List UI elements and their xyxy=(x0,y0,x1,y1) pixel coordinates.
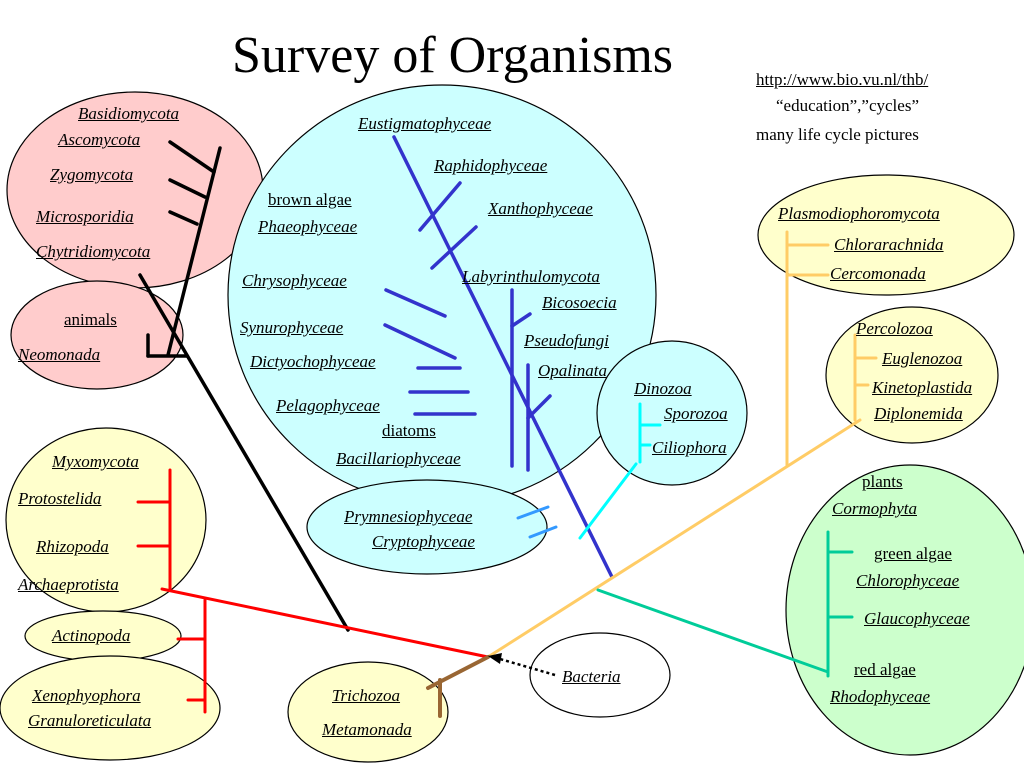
taxon-percolozoa: Percolozoa xyxy=(856,319,933,338)
taxon-cryptophyceae: Cryptophyceae xyxy=(372,532,475,551)
excavata-region xyxy=(287,661,449,763)
taxon-kinetoplastida: Kinetoplastida xyxy=(872,378,973,397)
taxon-plants: plants xyxy=(862,472,903,491)
taxon-raphidophyceae: Raphidophyceae xyxy=(434,156,548,175)
taxon-sporozoa: Sporozoa xyxy=(664,404,728,423)
taxon-glaucophyceae: Glaucophyceae xyxy=(864,609,970,628)
bacteria-region xyxy=(529,632,671,718)
taxon-archaeprotista: Archaeprotista xyxy=(18,575,119,594)
taxon-ascomycota: Ascomycota xyxy=(58,130,141,149)
fungi-branches xyxy=(138,140,350,632)
taxon-euglenozoa: Euglenozoa xyxy=(882,349,963,368)
taxon-pseudofungi: Pseudofungi xyxy=(524,331,609,350)
taxon-neomonada: Neomonada xyxy=(18,345,101,364)
reference-link[interactable]: http://www.bio.vu.nl/thb/ xyxy=(756,70,929,89)
taxon-chlorophyceae: Chlorophyceae xyxy=(856,571,960,590)
taxon-myxomycota: Myxomycota xyxy=(52,452,139,471)
taxon-xanthophyceae: Xanthophyceae xyxy=(488,199,593,218)
discicristata-region xyxy=(825,306,999,444)
bacteria-arrow xyxy=(488,653,556,677)
alveolata-branches xyxy=(578,402,662,540)
taxon-labyrinthulomycota: Labyrinthulomycota xyxy=(462,267,600,286)
taxon-synurophyceae: Synurophyceae xyxy=(240,318,344,337)
taxon-red-algae: red algae xyxy=(854,660,916,679)
taxon-zygomycota: Zygomycota xyxy=(50,165,134,184)
taxon-diplonemida: Diplonemida xyxy=(874,404,963,423)
taxon-animals: animals xyxy=(64,310,117,329)
taxon-cormophyta: Cormophyta xyxy=(832,499,917,518)
taxon-chlorarachnida: Chlorarachnida xyxy=(834,235,944,254)
taxon-cercomonada: Cercomonada xyxy=(830,264,926,283)
amoebozoa-branches xyxy=(136,468,490,714)
taxon-protostelida: Protostelida xyxy=(18,489,102,508)
taxon-granuloreticulata: Granuloreticulata xyxy=(28,711,152,730)
taxon-actinopoda: Actinopoda xyxy=(52,626,131,645)
taxon-chrysophyceae: Chrysophyceae xyxy=(242,271,347,290)
taxon-bacillariophyceae: Bacillariophyceae xyxy=(336,449,461,468)
taxon-green-algae: green algae xyxy=(874,544,952,563)
taxon-microsporidia: Microsporidia xyxy=(36,207,134,226)
taxon-ciliophora: Ciliophora xyxy=(652,438,727,457)
taxon-bacteria: Bacteria xyxy=(562,667,621,686)
haptophyte-region xyxy=(306,479,548,575)
taxon-prymnesiophyceae: Prymnesiophyceae xyxy=(344,507,473,526)
page-title: Survey of Organisms xyxy=(232,27,674,84)
taxon-opalinata: Opalinata xyxy=(538,361,607,380)
plant-region xyxy=(785,464,1024,756)
reference-keywords: “education”,”cycles” xyxy=(776,96,919,115)
taxon-bicosoecia: Bicosoecia xyxy=(542,293,617,312)
taxon-basidiomycota: Basidiomycota xyxy=(78,104,180,123)
xenophyophora-region xyxy=(0,655,221,761)
alveolata-region xyxy=(596,340,748,486)
stramenopile-branches xyxy=(383,135,614,579)
excavata-branches xyxy=(426,655,490,718)
taxon-diatoms: diatoms xyxy=(382,421,436,440)
taxon-dinozoa: Dinozoa xyxy=(634,379,692,398)
plant-branches xyxy=(596,530,854,678)
taxon-trichozoa: Trichozoa xyxy=(332,686,401,705)
taxon-chytridiomycota: Chytridiomycota xyxy=(36,242,151,261)
reference-description: many life cycle pictures xyxy=(756,125,919,144)
animals-region xyxy=(10,280,184,390)
taxon-metamonada: Metamonada xyxy=(322,720,412,739)
taxon-eustigmatophyceae: Eustigmatophyceae xyxy=(358,114,492,133)
cercozoa-region xyxy=(757,174,1015,296)
taxon-phaeophyceae: Phaeophyceae xyxy=(258,217,358,236)
taxon-rhizopoda: Rhizopoda xyxy=(36,537,109,556)
taxon-rhodophyceae: Rhodophyceae xyxy=(830,687,931,706)
taxon-plasmodiophoromycota: Plasmodiophoromycota xyxy=(778,204,940,223)
taxon-pelagophyceae: Pelagophyceae xyxy=(276,396,380,415)
taxon-xenophyophora: Xenophyophora xyxy=(32,686,141,705)
taxon-brown-algae: brown algae xyxy=(268,190,352,209)
taxon-dictyochophyceae: Dictyochophyceae xyxy=(250,352,376,371)
cercozoa-branches xyxy=(486,230,878,659)
haptophyte-branches xyxy=(516,505,558,539)
